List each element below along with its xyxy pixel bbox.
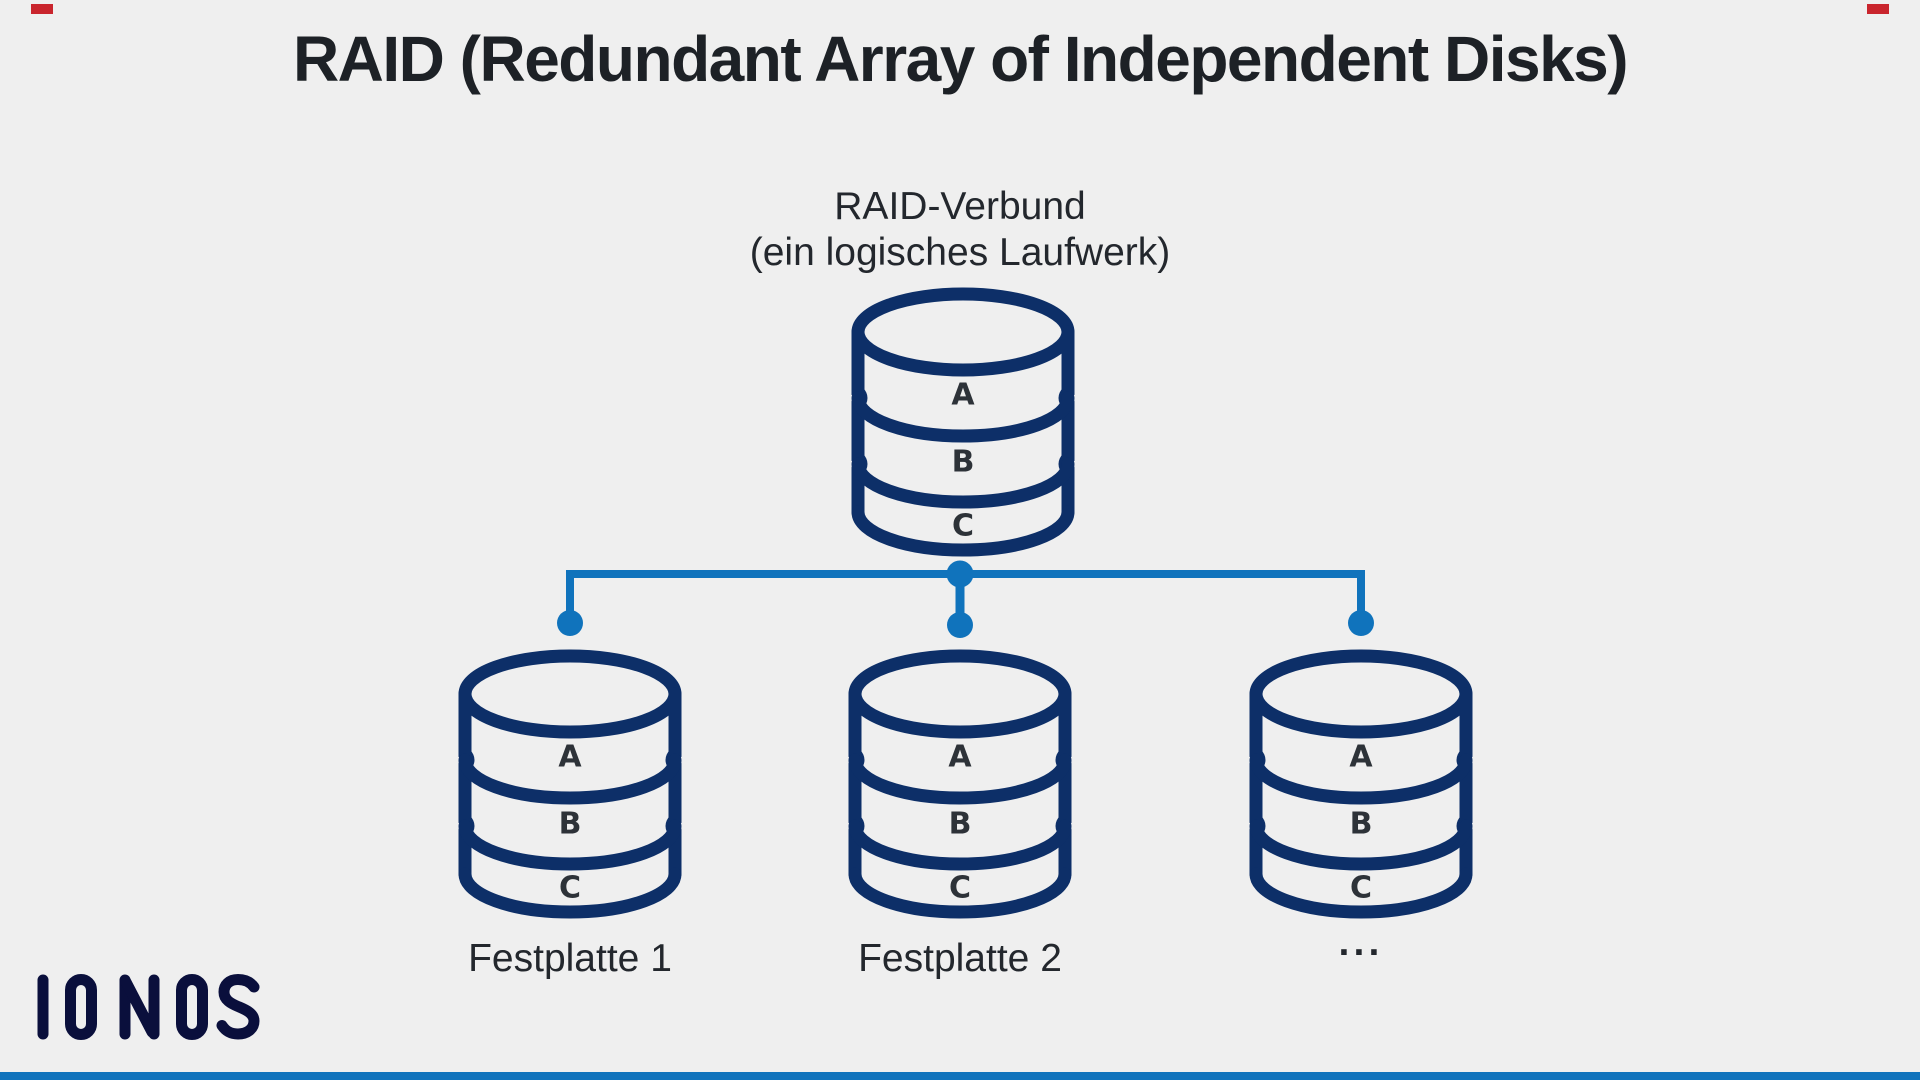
disk2-label: Festplatte 2 <box>858 937 1062 980</box>
corner-accent-left <box>31 4 53 14</box>
ionos-logo <box>37 974 260 1040</box>
connector-dot-left <box>557 610 583 636</box>
corner-accent-right <box>1867 4 1889 14</box>
disk1-stack <box>465 656 675 912</box>
connector-junction-dot <box>946 560 974 588</box>
page-title: RAID (Redundant Array of Independent Dis… <box>292 23 1629 95</box>
logo-letter-s <box>216 974 260 1040</box>
disk3-more-label: ··· <box>1338 931 1384 974</box>
logo-letter-o2 <box>176 974 208 1040</box>
raid-array-stack <box>858 294 1068 550</box>
connector-dot-right <box>1348 610 1374 636</box>
raid-node-label-line1: RAID-Verbund <box>834 185 1086 228</box>
ionos-logo-letters <box>37 974 260 1040</box>
disk3-stack <box>1256 656 1466 912</box>
logo-letter-n-diagonal <box>120 976 158 1038</box>
disk1-label: Festplatte 1 <box>468 937 672 980</box>
disk2-stack <box>855 656 1065 912</box>
footer-accent-bar <box>0 1072 1920 1080</box>
connector-dot-center <box>947 612 973 638</box>
raid-node-label: RAID-Verbund (ein logisches Laufwerk) <box>0 184 1920 276</box>
raid-node-label-line2: (ein logisches Laufwerk) <box>749 231 1171 274</box>
connector-tree <box>557 560 1374 638</box>
logo-letter-o1 <box>65 974 97 1040</box>
